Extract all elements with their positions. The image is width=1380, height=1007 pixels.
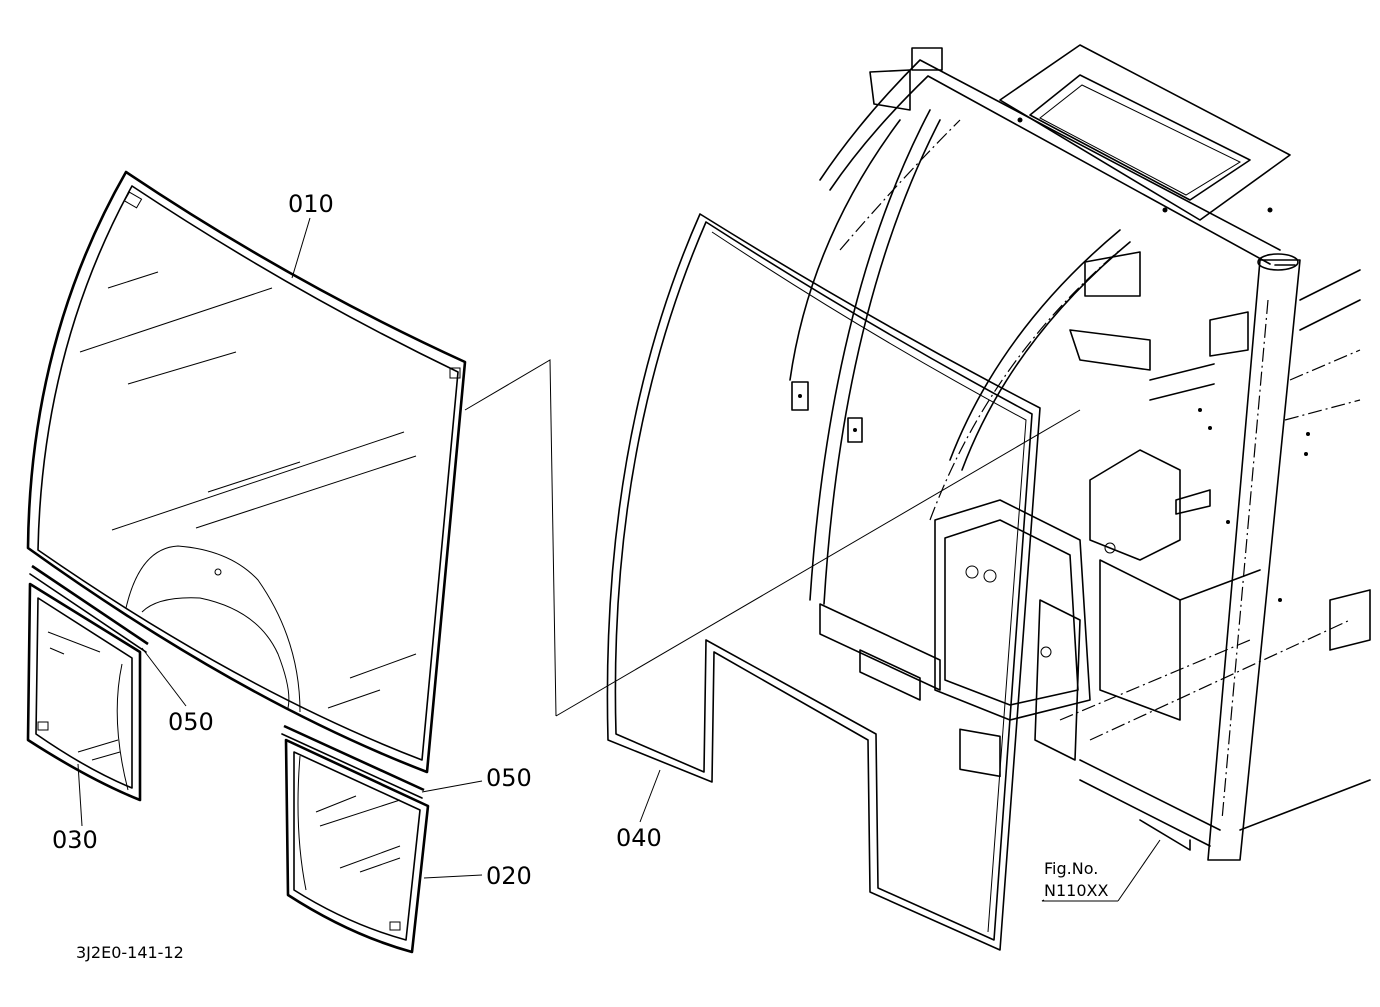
front-windshield-glass <box>26 170 467 774</box>
alignment-lines <box>464 359 1081 717</box>
weatherstrip-seal <box>606 213 1041 951</box>
leader-040 <box>639 769 661 823</box>
part-label-050-left: 050 <box>168 708 214 736</box>
part-label-030: 030 <box>52 826 98 854</box>
right-lower-glass <box>284 738 430 954</box>
part-label-010: 010 <box>288 190 334 218</box>
cab-frame <box>789 44 1371 861</box>
part-label-020: 020 <box>486 862 532 890</box>
leader-050a <box>141 647 187 707</box>
leader-030 <box>77 763 83 827</box>
seal-strip-right <box>281 724 425 799</box>
part-label-040: 040 <box>616 824 662 852</box>
leader-050b <box>421 780 483 793</box>
leader-010 <box>291 217 311 279</box>
figure-ref-label: Fig.No. <box>1044 859 1098 878</box>
part-label-050-right: 050 <box>486 764 532 792</box>
left-lower-glass <box>26 582 142 802</box>
drawing-id: 3J2E0-141-12 <box>76 943 184 962</box>
leader-fig <box>1041 899 1118 902</box>
seal-strip-left <box>29 564 149 653</box>
leader-020 <box>423 874 483 879</box>
figure-ref-code: N110XX <box>1044 881 1108 900</box>
leader-lines <box>77 217 1161 902</box>
